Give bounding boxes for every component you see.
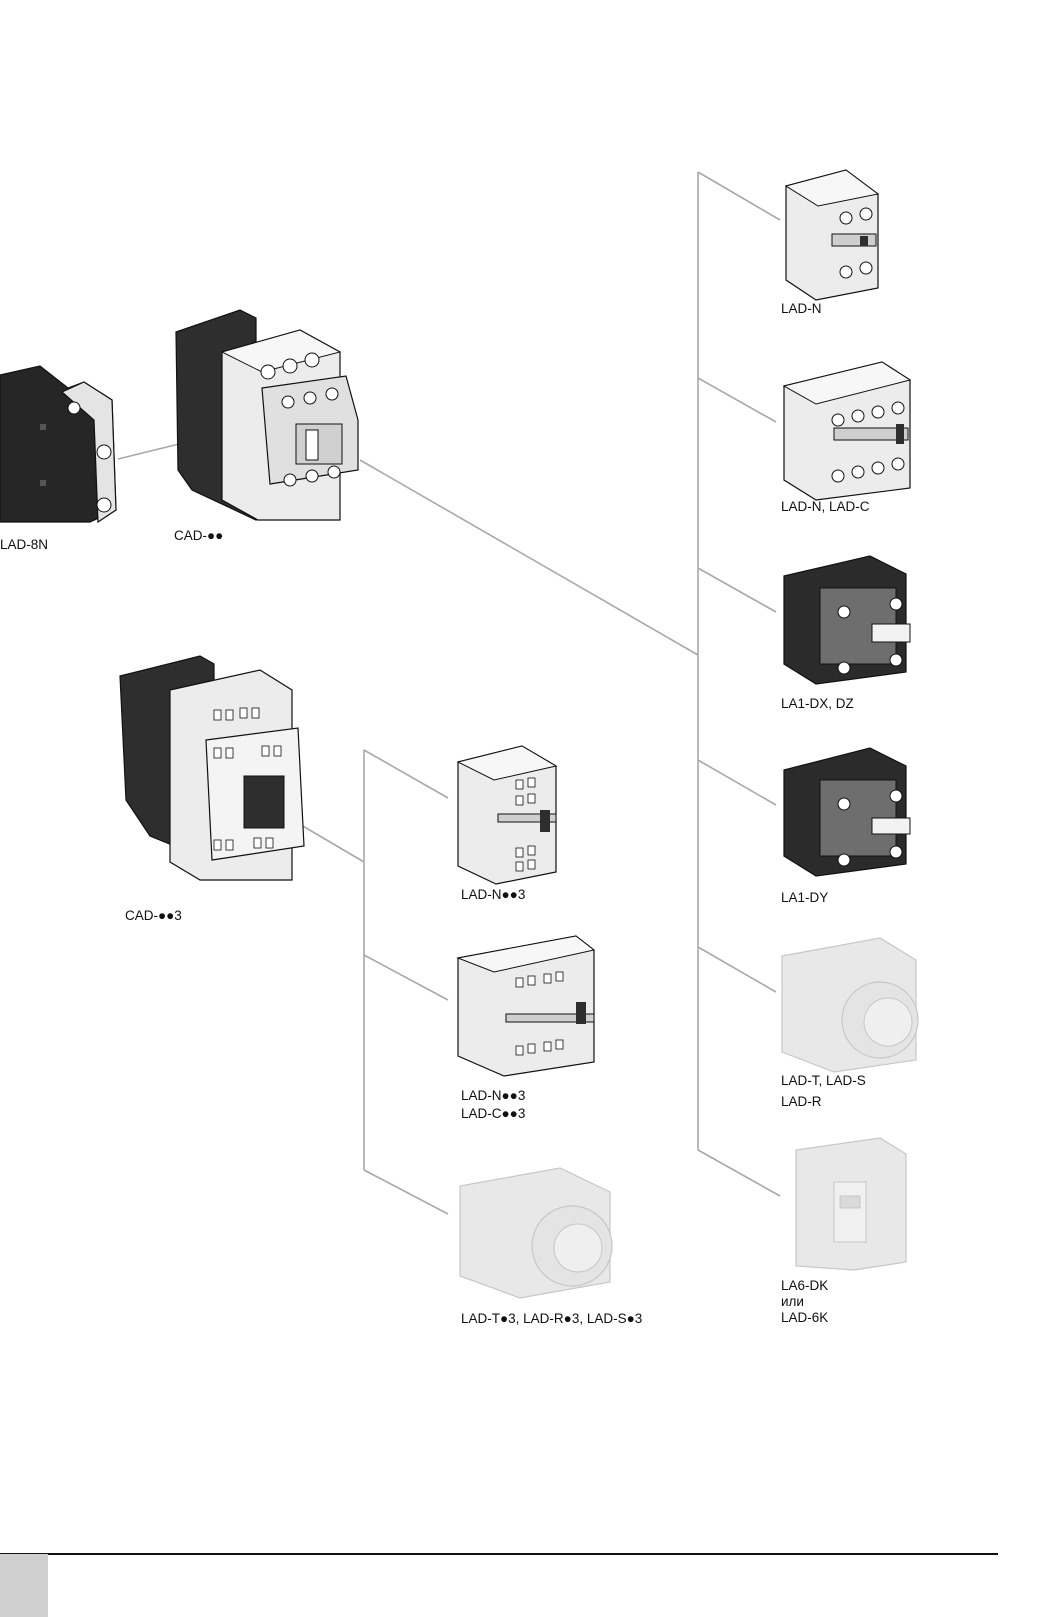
label-la1-dy: LA1-DY: [781, 890, 828, 906]
label-cad3: CAD-●●3: [125, 908, 182, 924]
cad-contactor-device: [176, 310, 358, 520]
label-la6-dk: LA6-DK: [781, 1278, 828, 1294]
lad-n3-lad-c3-device: [458, 936, 594, 1076]
label-lad-t-lad-s: LAD-T, LAD-S: [781, 1073, 866, 1089]
lad-n-device: [786, 170, 878, 300]
label-lad-c3: LAD-C●●3: [461, 1106, 525, 1122]
label-lad-n3-a: LAD-N●●3: [461, 887, 525, 903]
lad-n3-device-a: [458, 746, 556, 884]
label-cad: CAD-●●: [174, 528, 223, 544]
lad-t-timer-device: [782, 938, 918, 1072]
label-lad-8n: LAD-8N: [0, 537, 48, 553]
label-la1-dx-dz: LA1-DX, DZ: [781, 696, 854, 712]
lad-n-lad-c-device: [784, 362, 910, 500]
cad3-contactor-device: [120, 656, 304, 880]
lad-8n-device: [0, 366, 116, 522]
label-lad-n-lad-c: LAD-N, LAD-C: [781, 499, 870, 515]
la1-dx-dz-device: [784, 556, 910, 684]
la1-dy-device: [784, 748, 910, 876]
label-lad-6k: LAD-6K: [781, 1310, 828, 1326]
label-lad-t3: LAD-T●3, LAD-R●3, LAD-S●3: [461, 1311, 642, 1327]
label-ili: или: [781, 1294, 804, 1310]
page-corner-tab: [0, 1554, 48, 1617]
la6-dk-device: [796, 1138, 906, 1270]
label-lad-n3-b: LAD-N●●3: [461, 1088, 525, 1104]
bottom-rule: [0, 1553, 998, 1555]
label-lad-n: LAD-N: [781, 301, 822, 317]
lad-t3-timer-device: [460, 1168, 612, 1298]
label-lad-r: LAD-R: [781, 1094, 822, 1110]
